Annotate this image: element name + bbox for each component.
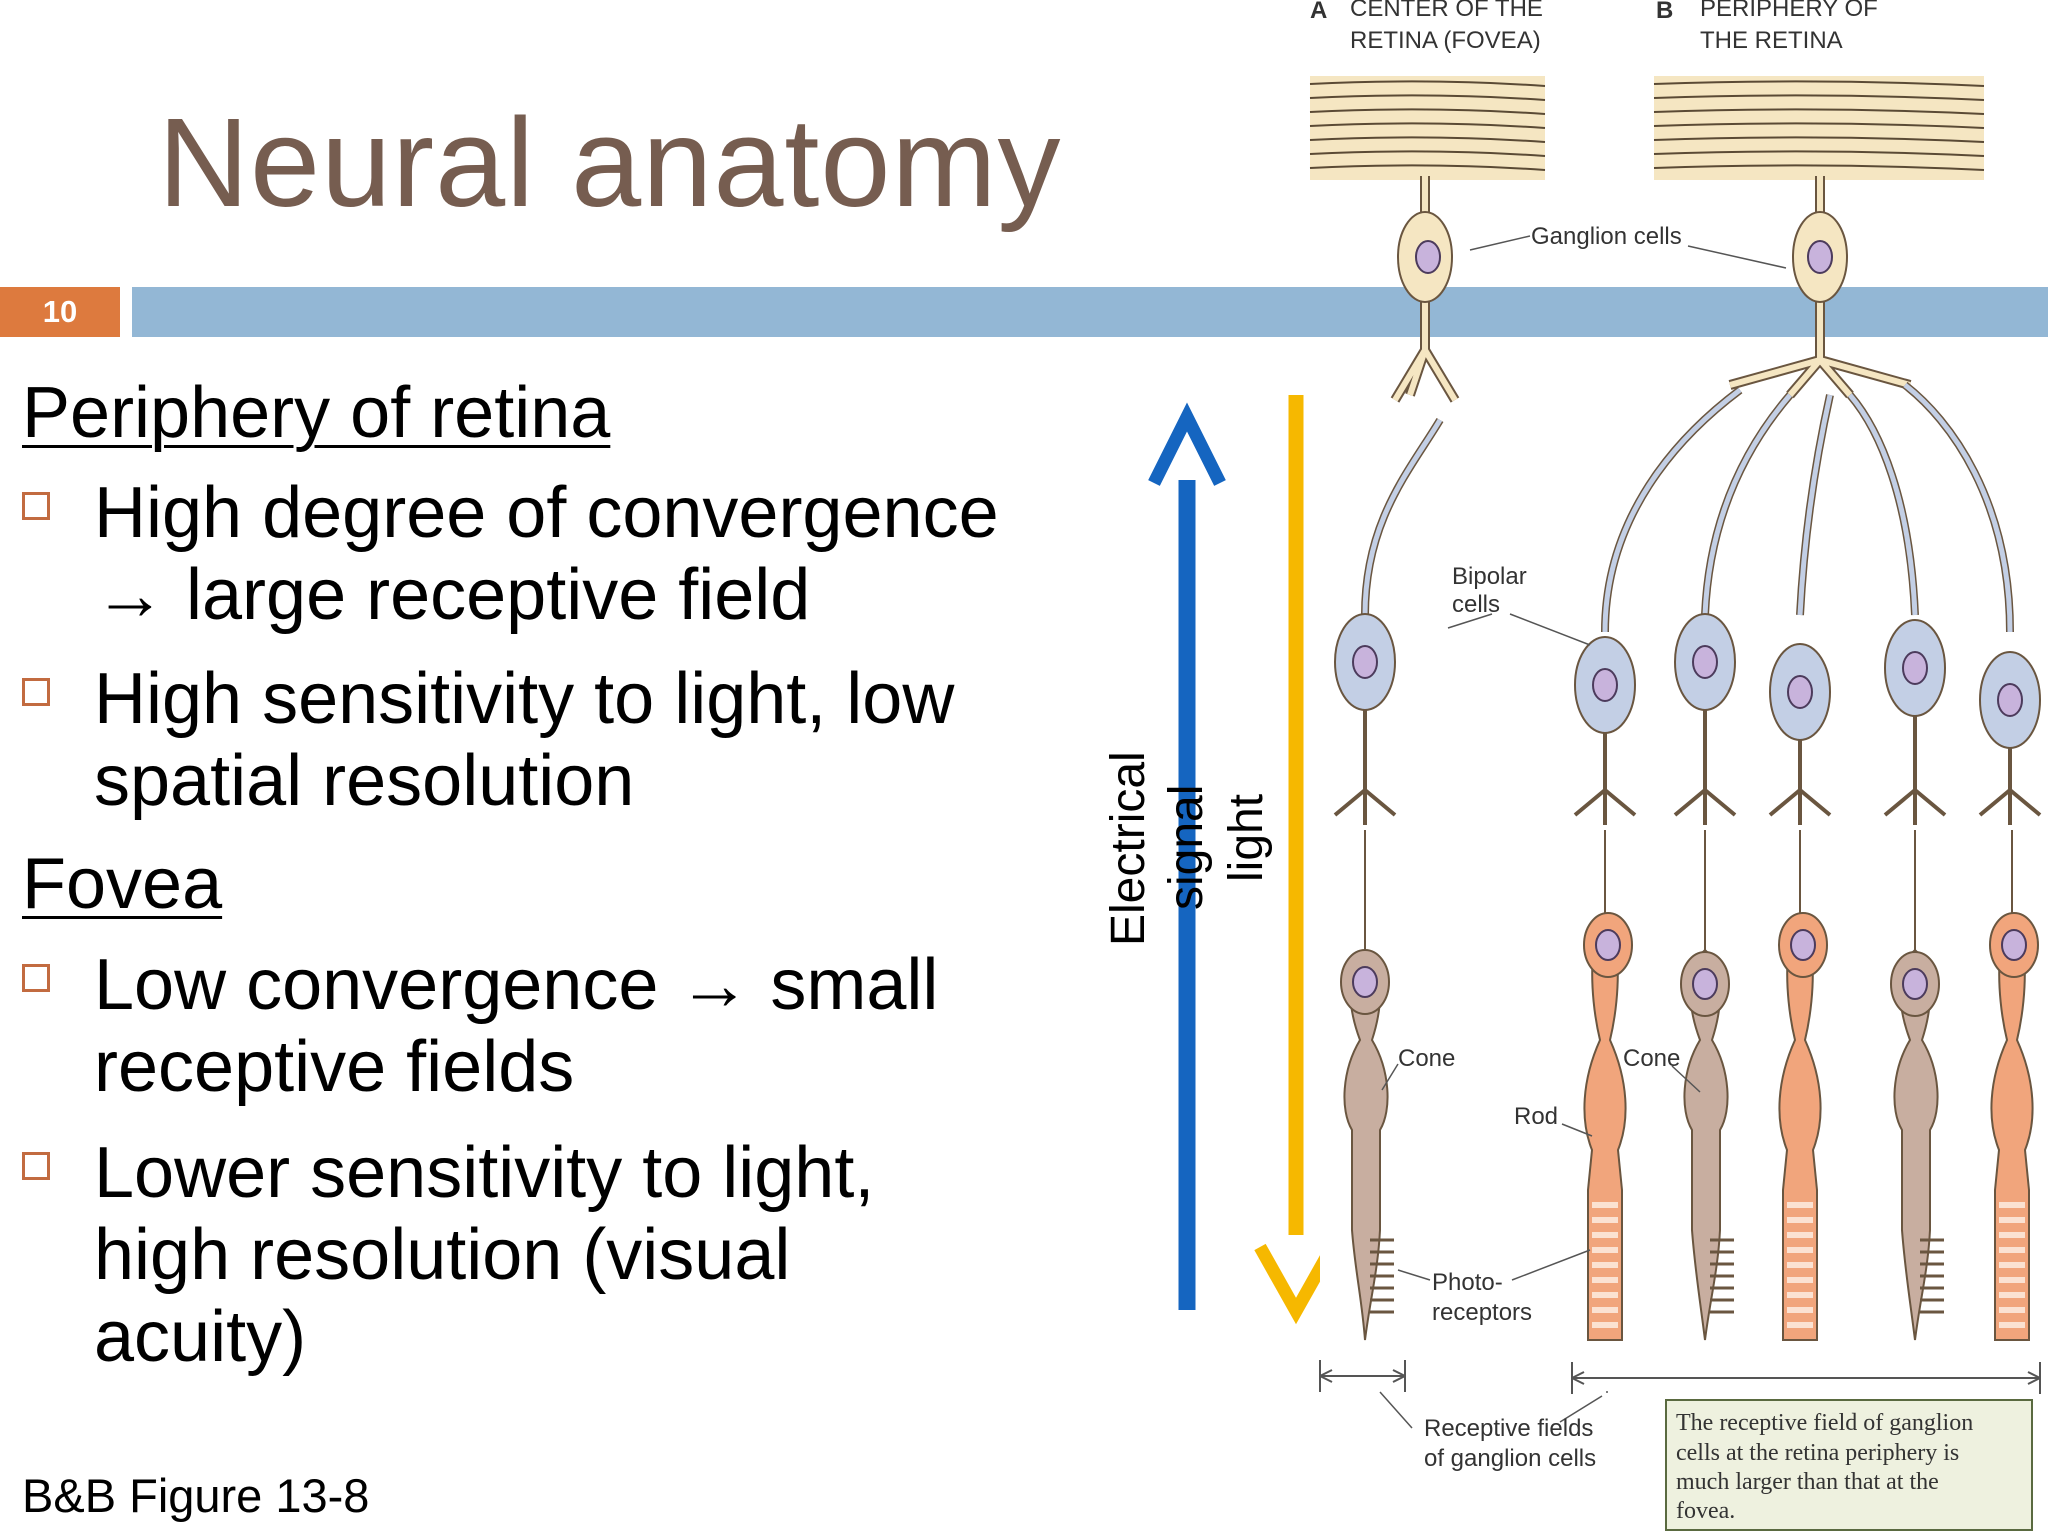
bipolar-cell (1768, 643, 1832, 825)
light-arrow-head-icon (1254, 1243, 1320, 1325)
bipolar-axon-a-fill (1362, 418, 1443, 616)
panel-a-letter: A (1310, 0, 1327, 24)
cone-label-b: Cone (1623, 1045, 1680, 1072)
rod-leader (1561, 1123, 1593, 1137)
figure-source: B&B Figure 13-8 (22, 1469, 370, 1522)
nerve-fiber-bundle-a (1309, 76, 1546, 180)
rod-label: Rod (1514, 1103, 1558, 1130)
ganglion-cells-label: Ganglion cells (1531, 223, 1682, 250)
cone-a-leader (1381, 1063, 1399, 1091)
panel-a-title-line1: CENTER OF THE (1350, 0, 1543, 22)
bullet-text-line: acuity) (94, 1297, 307, 1377)
bullet-text-line: spatial resolution (94, 741, 635, 821)
bipolar-cell (1333, 613, 1397, 825)
caption-line: fovea. (1676, 1498, 1735, 1524)
ganglion-cell-b (1728, 176, 1912, 399)
bullet-box-icon (22, 492, 50, 520)
signal-arrows (1148, 395, 1320, 1325)
ganglion-cell-a (1390, 176, 1460, 403)
figure-caption-box: The receptive field of ganglion cells at… (1665, 1399, 2033, 1531)
panel-b-title-line2: THE RETINA (1700, 27, 1843, 54)
caption-line: much larger than that at the (1676, 1469, 1939, 1495)
photoreceptor-leader (1397, 1249, 1591, 1281)
cone-label-a: Cone (1398, 1045, 1455, 1072)
ganglion-label-leader (1469, 235, 1787, 269)
bipolar-label-line2: cells (1452, 591, 1500, 618)
bullet-text-line: Lower sensitivity to light, (94, 1133, 875, 1213)
bullet-box-icon (22, 1152, 50, 1180)
rod-photoreceptor (1583, 830, 1633, 1341)
caption-line: The receptive field of ganglion (1676, 1410, 1973, 1436)
title-divider-bar (132, 287, 2048, 337)
bullet-box-icon (22, 678, 50, 706)
receptive-field-label-line1: Receptive fields (1424, 1415, 1593, 1442)
receptive-field-leader (1379, 1391, 1608, 1429)
bipolar-label-leader (1447, 613, 1591, 646)
retina-figure: A CENTER OF THE RETINA (FOVEA) B PERIPHE… (1309, 0, 2042, 1531)
bullet-text-line: → large receptive field (94, 555, 811, 635)
bipolar-axon-a (1361, 417, 1444, 616)
caption-line: cells at the retina periphery is (1676, 1440, 1959, 1466)
cone-photoreceptor (1340, 830, 1394, 1341)
slide-title: Neural anatomy (158, 92, 1062, 233)
section-heading-periphery: Periphery of retina (22, 373, 611, 453)
light-label: light (1220, 793, 1273, 882)
bipolar-label-line1: Bipolar (1452, 563, 1527, 590)
bullet-box-icon (22, 964, 50, 992)
bipolar-cell (1978, 651, 2042, 825)
receptive-field-bracket-a (1319, 1360, 1406, 1392)
bipolar-cell (1673, 613, 1737, 825)
rod-photoreceptor (1778, 830, 1828, 1341)
cone-photoreceptor (1680, 830, 1734, 1341)
panel-b-title-line1: PERIPHERY OF (1700, 0, 1878, 22)
cone-b-leader (1671, 1065, 1701, 1093)
section-heading-fovea: Fovea (22, 844, 223, 924)
bullet-text-line: Low convergence → small (94, 945, 939, 1025)
bullet-text-line: high resolution (visual (94, 1215, 791, 1295)
bullet-text-line: receptive fields (94, 1027, 575, 1107)
receptive-field-label-line2: of ganglion cells (1424, 1445, 1596, 1472)
rod-photoreceptor (1989, 830, 2039, 1341)
bullet-text-line: High degree of convergence (94, 473, 999, 553)
photoreceptor-label-line1: Photo- (1432, 1269, 1503, 1296)
receptive-field-bracket-b (1571, 1362, 2041, 1394)
bipolar-cell (1883, 619, 1947, 825)
slide-number: 10 (0, 287, 120, 337)
nerve-fiber-bundle-b (1653, 76, 1985, 180)
bipolar-axons-b-fill (1602, 383, 2013, 633)
electrical-arrow-head-icon (1148, 402, 1226, 486)
panel-b-letter: B (1656, 0, 1673, 24)
bipolar-cell (1573, 636, 1637, 825)
electrical-label: Electrical (1102, 751, 1155, 946)
bullet-text-line: High sensitivity to light, low (94, 659, 955, 739)
photoreceptor-label-line2: receptors (1432, 1299, 1532, 1326)
panel-a-title-line2: RETINA (FOVEA) (1350, 27, 1541, 54)
signal-label: signal (1160, 784, 1213, 910)
cone-photoreceptor (1890, 830, 1944, 1341)
